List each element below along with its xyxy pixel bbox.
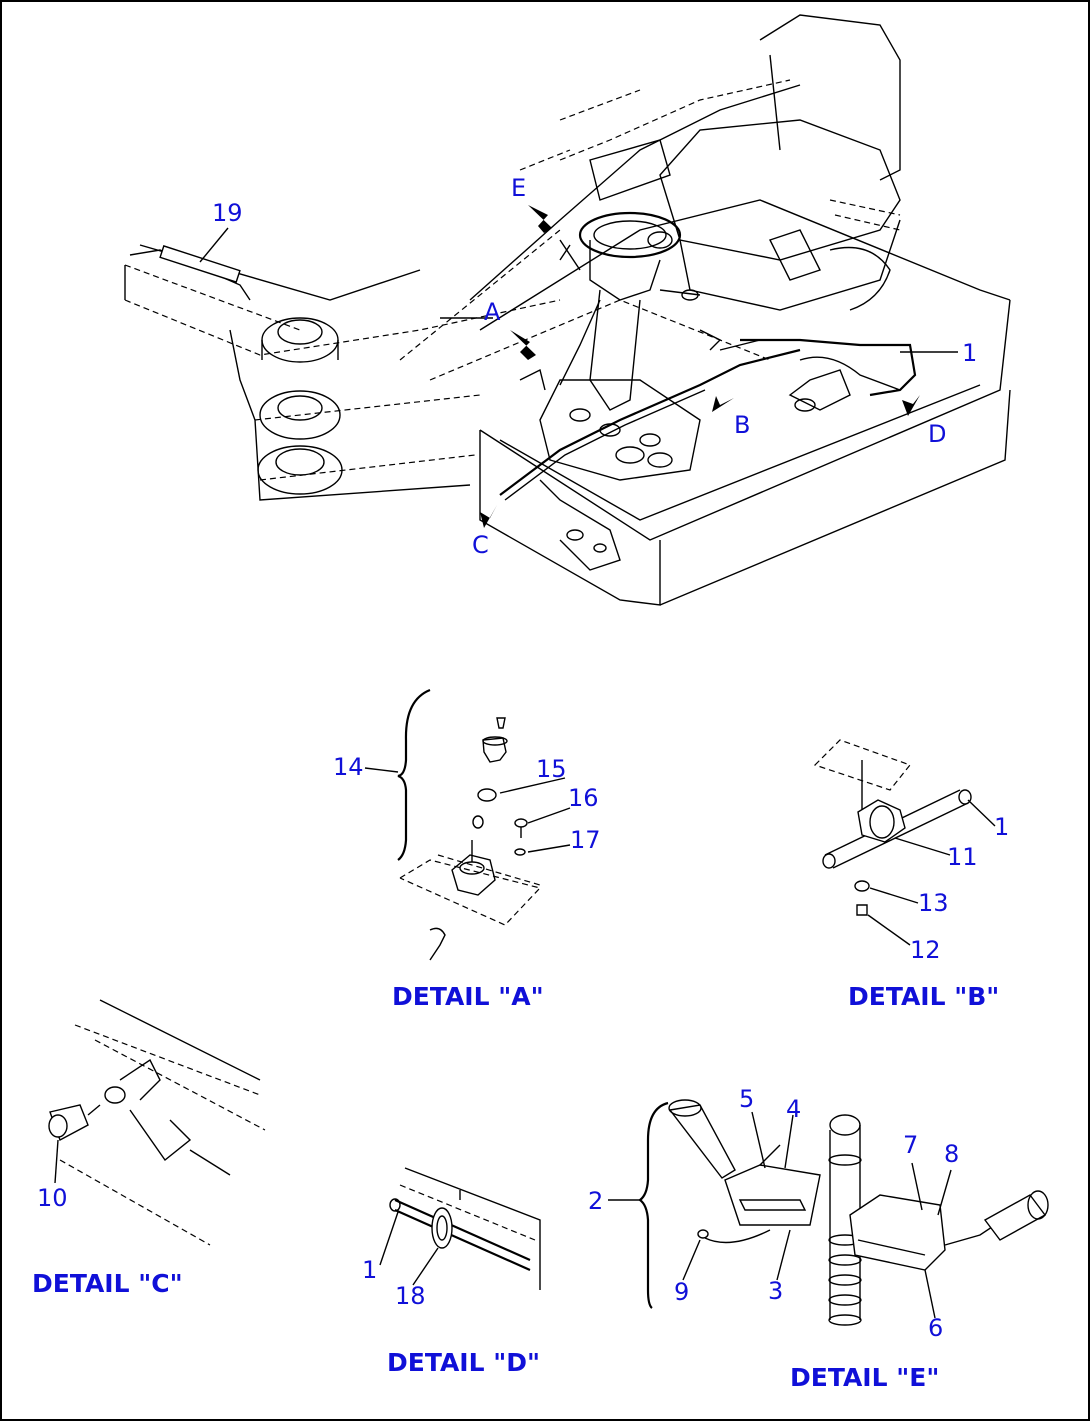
callout-16: 16 bbox=[568, 784, 599, 812]
detail-b-drawing bbox=[813, 739, 996, 946]
callout-b: B bbox=[734, 411, 751, 439]
callout-1-detail-d: 1 bbox=[362, 1256, 378, 1284]
callout-e: E bbox=[511, 174, 527, 202]
callout-17: 17 bbox=[570, 826, 601, 854]
detail-a-drawing bbox=[364, 688, 571, 961]
callout-4: 4 bbox=[786, 1095, 802, 1123]
callout-13: 13 bbox=[918, 889, 949, 917]
callout-2: 2 bbox=[588, 1187, 604, 1215]
caption-detail-d: DETAIL "D" bbox=[387, 1348, 541, 1377]
callout-a: A bbox=[484, 298, 501, 326]
callout-11: 11 bbox=[947, 843, 978, 871]
callout-12: 12 bbox=[910, 936, 941, 964]
callout-9: 9 bbox=[674, 1278, 690, 1306]
caption-detail-b: DETAIL "B" bbox=[848, 982, 1000, 1011]
main-assembly-view bbox=[124, 14, 1011, 606]
caption-detail-c: DETAIL "C" bbox=[32, 1269, 183, 1298]
callout-6: 6 bbox=[928, 1314, 944, 1342]
callout-7: 7 bbox=[903, 1131, 919, 1159]
detail-e-drawing bbox=[608, 1099, 1049, 1326]
callout-c: C bbox=[472, 531, 489, 559]
callout-18: 18 bbox=[395, 1282, 426, 1310]
caption-detail-e: DETAIL "E" bbox=[790, 1363, 940, 1392]
detail-c-drawing bbox=[48, 999, 266, 1246]
callout-3: 3 bbox=[768, 1277, 784, 1305]
callout-14: 14 bbox=[333, 753, 364, 781]
callout-8: 8 bbox=[944, 1140, 960, 1168]
callout-1-detail-b: 1 bbox=[994, 813, 1010, 841]
callout-5: 5 bbox=[739, 1085, 755, 1113]
detail-d-drawing bbox=[379, 1167, 541, 1290]
caption-detail-a: DETAIL "A" bbox=[392, 982, 544, 1011]
callout-19: 19 bbox=[212, 199, 243, 227]
callout-d: D bbox=[928, 420, 947, 448]
callout-10: 10 bbox=[37, 1184, 68, 1212]
callout-1-main: 1 bbox=[962, 339, 978, 367]
callout-15: 15 bbox=[536, 755, 567, 783]
